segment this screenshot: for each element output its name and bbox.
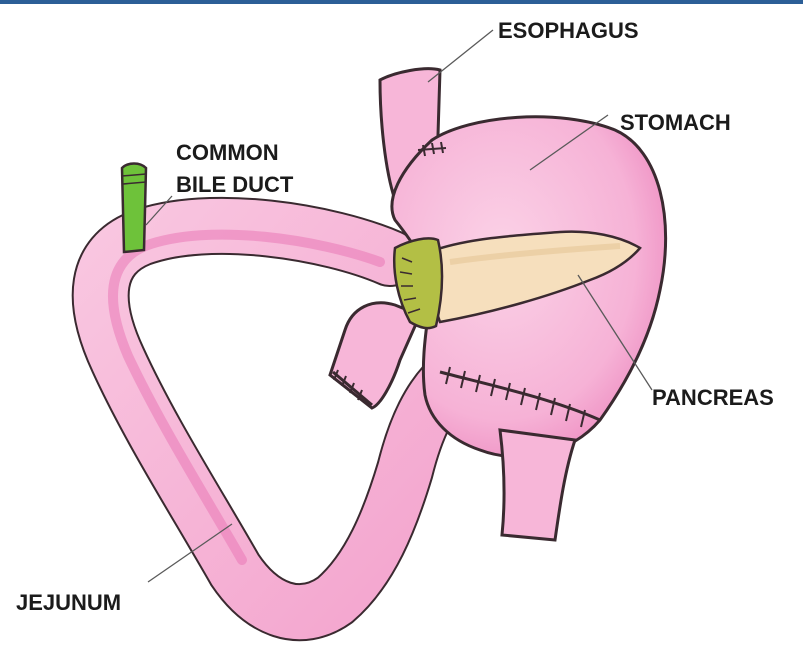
stomach-label: STOMACH [620,110,731,135]
pancreas-label: PANCREAS [652,385,774,410]
gastric-outlet [500,430,575,540]
esophagus-label: ESOPHAGUS [498,18,639,43]
common-bile-duct-label-line2: BILE DUCT [176,172,294,197]
common-bile-duct-label-line1: COMMON [176,140,279,165]
esophagus-leader [428,30,493,82]
jejunum-label: JEJUNUM [16,590,121,615]
common-bile-duct [122,164,146,253]
